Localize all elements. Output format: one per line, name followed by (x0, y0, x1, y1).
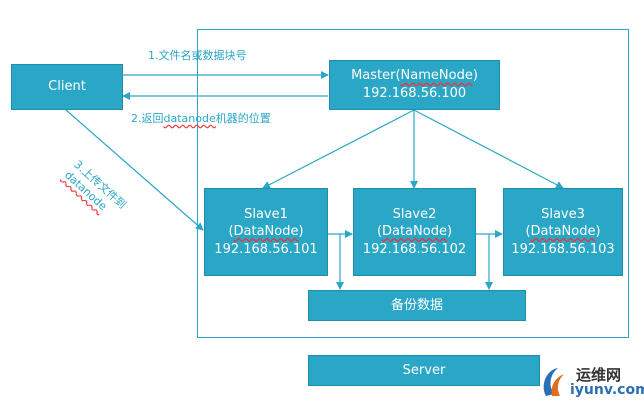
slave2-ip: 192.168.56.102 (362, 241, 467, 257)
client-node: Client (11, 64, 123, 110)
backup-label: 备份数据 (390, 297, 443, 313)
arrow-client-to-slave1 (65, 109, 204, 231)
master-namenode: Master(NameNode) 192.168.56.100 (329, 60, 500, 110)
backup-data-node: 备份数据 (308, 290, 526, 321)
edge-label-step2: 2.返回datanode机器的位置 (131, 112, 271, 125)
master-ip: 192.168.56.100 (362, 86, 467, 101)
slave1-name: Slave1 (244, 206, 288, 222)
slave3-name: Slave3 (541, 206, 585, 222)
watermark-swirl-icon (543, 368, 564, 396)
slave1-datanode: Slave1 (DataNode) 192.168.56.101 (204, 188, 328, 276)
server-label: Server (402, 362, 446, 378)
slave3-ip: 192.168.56.103 (511, 241, 615, 257)
watermark-cn: 运维网 (576, 366, 622, 384)
edge-label-step1: 1.文件名或数据块号 (148, 49, 247, 62)
slave3-datanode: Slave3 (DataNode) 192.168.56.103 (503, 188, 623, 276)
slave1-ip: 192.168.56.101 (214, 241, 318, 257)
slave1-role: (DataNode) (228, 224, 304, 240)
slave2-datanode: Slave2 (DataNode) 192.168.56.102 (353, 188, 476, 276)
watermark-logo: 运维网 iyunv.com (536, 362, 644, 402)
client-label: Client (48, 79, 86, 95)
watermark-en: iyunv.com (570, 382, 644, 398)
slave3-role: (DataNode) (525, 224, 601, 240)
master-title: Master(NameNode) (351, 68, 478, 84)
slave2-role: (DataNode) (376, 224, 453, 240)
slave2-name: Slave2 (392, 206, 437, 222)
arrow-master-to-slave3 (413, 109, 564, 189)
server-cluster-frame (197, 29, 629, 338)
arrow-master-to-slave1 (262, 109, 415, 189)
server-node: Server (308, 355, 540, 386)
